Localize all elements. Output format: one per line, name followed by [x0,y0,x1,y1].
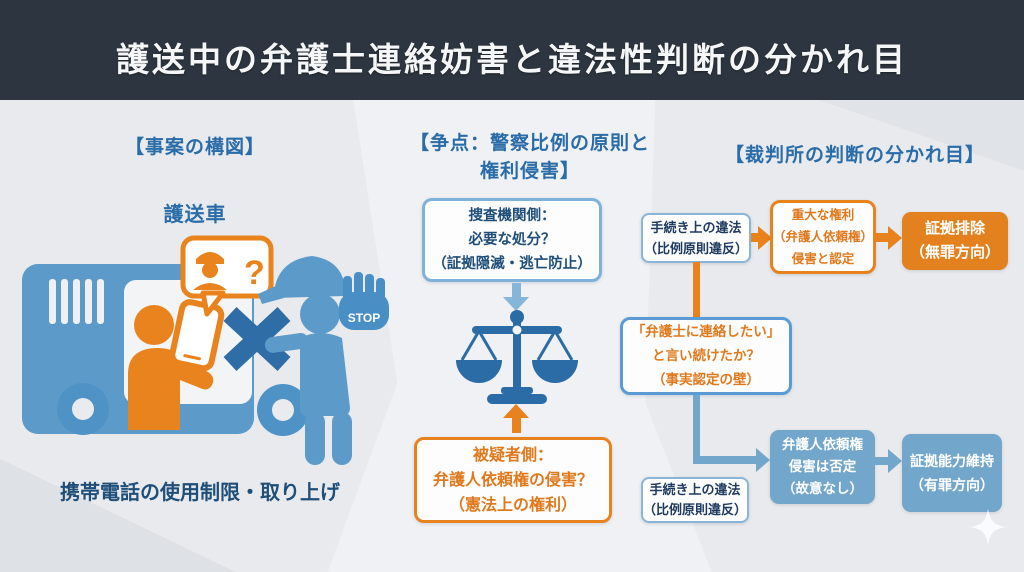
smartphone-icon [169,299,225,372]
left-panel-caption: 携帯電話の使用制限・取り上げ [60,482,340,504]
stop-label: STOP [348,311,380,325]
infringement-denied-box: 弁護人依頼権 侵害は否定 （故意なし） [770,430,875,504]
up-arrow [512,418,521,433]
serious-infringement-box: 重大な権利 （弁護人依頼権） 侵害と認定 [770,200,876,274]
left-panel-header: 【事案の構図】 [124,137,265,158]
violation-top-box: 手続き上の違法 （比例原則違反） [641,213,751,263]
title-bar: 護送中の弁護士連絡妨害と違法性判断の分かれ目 [0,0,1024,100]
page-title: 護送中の弁護士連絡妨害と違法性判断の分かれ目 [116,41,908,78]
arrow-to-exclusion [876,233,889,242]
balance-scale-icon [456,310,578,404]
arrow-to-admissible-head [888,449,902,473]
orange-connector-line [693,262,700,318]
blue-connector-vertical [693,395,700,463]
stop-hand-icon: STOP [339,272,389,330]
cross-mark-icon [223,307,291,371]
center-panel-header-line2: 権利侵害】 [479,161,580,182]
arrow-to-exclusion-head [888,226,902,250]
center-panel-header-line1: 【争点：警察比例の原則と [409,133,650,154]
arrow-to-finding-head [758,226,772,250]
four-point-sparkle-icon [970,509,1006,545]
down-arrow [512,283,521,298]
evidence-admissible-box: 証拠能力維持 （有罪方向） [902,434,1002,512]
right-panel-header: 【裁判所の判断の分かれ目】 [724,145,985,166]
up-arrow-head [503,404,529,418]
blue-connector-head [756,448,770,472]
arrow-to-finding [751,233,760,242]
question-mark: ? [244,254,265,292]
down-arrow-head [503,297,529,311]
arrow-to-admissible [875,457,889,465]
violation-bottom-box: 手続き上の違法 （比例原則違反） [641,477,749,523]
suspect-box: 被疑者側： 弁護人依頼権の侵害？ （憲法上の権利） [414,437,612,523]
speech-bubble-icon: ? [180,235,274,317]
evidence-excluded-box: 証拠排除 （無罪方向） [902,212,1008,270]
blue-connector-horizontal [693,456,757,464]
question-box: 「弁護士に連絡したい」 と言い続けたか？ （事実認定の壁） [620,317,792,395]
vehicle-label: 護送車 [163,204,227,226]
investigator-box: 捜査機関側： 必要な処分？ （証拠隠滅・逃亡防止） [422,198,602,282]
police-officer-icon [258,256,352,465]
case-illustration: ? STOP [22,235,389,465]
police-bust-icon [193,252,227,290]
